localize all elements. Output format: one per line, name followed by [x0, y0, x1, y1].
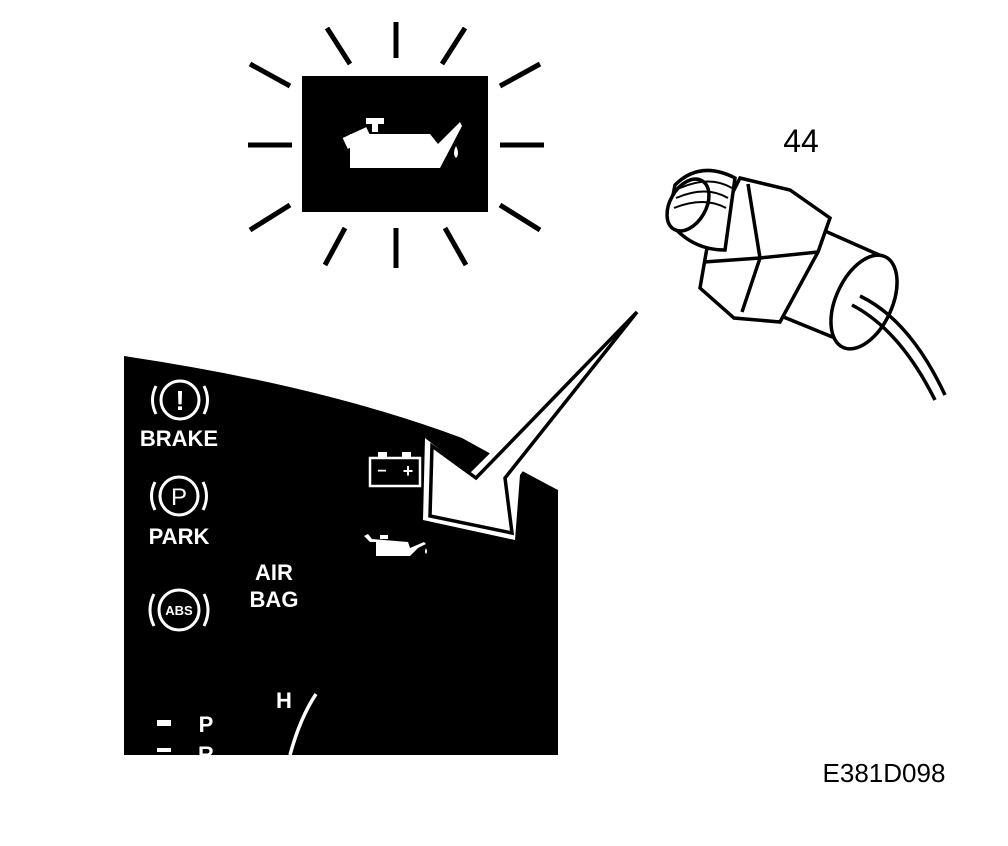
brake-glyph: !: [175, 385, 184, 416]
abs-indicator: ABS: [148, 588, 210, 632]
gear-r: R: [198, 742, 214, 767]
brake-icon: [159, 379, 201, 421]
cluster-oil-icon: [364, 534, 427, 556]
abs-glyph: ABS: [165, 603, 193, 618]
oil-can-icon: [342, 118, 462, 168]
park-indicator: P PARK: [149, 475, 210, 549]
figure-code: E381D098: [823, 758, 946, 788]
park-icon: [158, 475, 200, 517]
gauge-scale-arc: [288, 693, 318, 756]
oil-pressure-sensor: [665, 168, 947, 401]
battery-icon: [368, 456, 422, 488]
airbag-label-line2: BAG: [250, 587, 299, 612]
brake-label: BRAKE: [140, 426, 218, 451]
gear-p: P: [199, 712, 214, 737]
instrument-cluster: ! BRAKE P PARK ABS AIR BAG −: [124, 356, 558, 767]
flash-rays: [248, 22, 544, 268]
cluster-panel: [124, 356, 558, 755]
airbag-indicator: AIR BAG: [250, 560, 299, 612]
callout-number: 44: [783, 123, 819, 159]
gauge-hot-mark: H: [276, 688, 292, 713]
park-glyph: P: [171, 484, 187, 511]
oil-warning-lamp: [248, 22, 544, 268]
battery-minus: −: [377, 463, 386, 480]
brake-indicator: ! BRAKE: [140, 379, 218, 451]
park-label: PARK: [149, 524, 210, 549]
airbag-label-line1: AIR: [255, 560, 293, 585]
leader-arrow: [423, 305, 645, 540]
temperature-gauge: H: [276, 688, 318, 756]
battery-plus: +: [403, 461, 414, 481]
abs-icon: [157, 588, 201, 632]
battery-indicator: − +: [368, 452, 422, 488]
gear-indicator: P R: [157, 712, 214, 767]
